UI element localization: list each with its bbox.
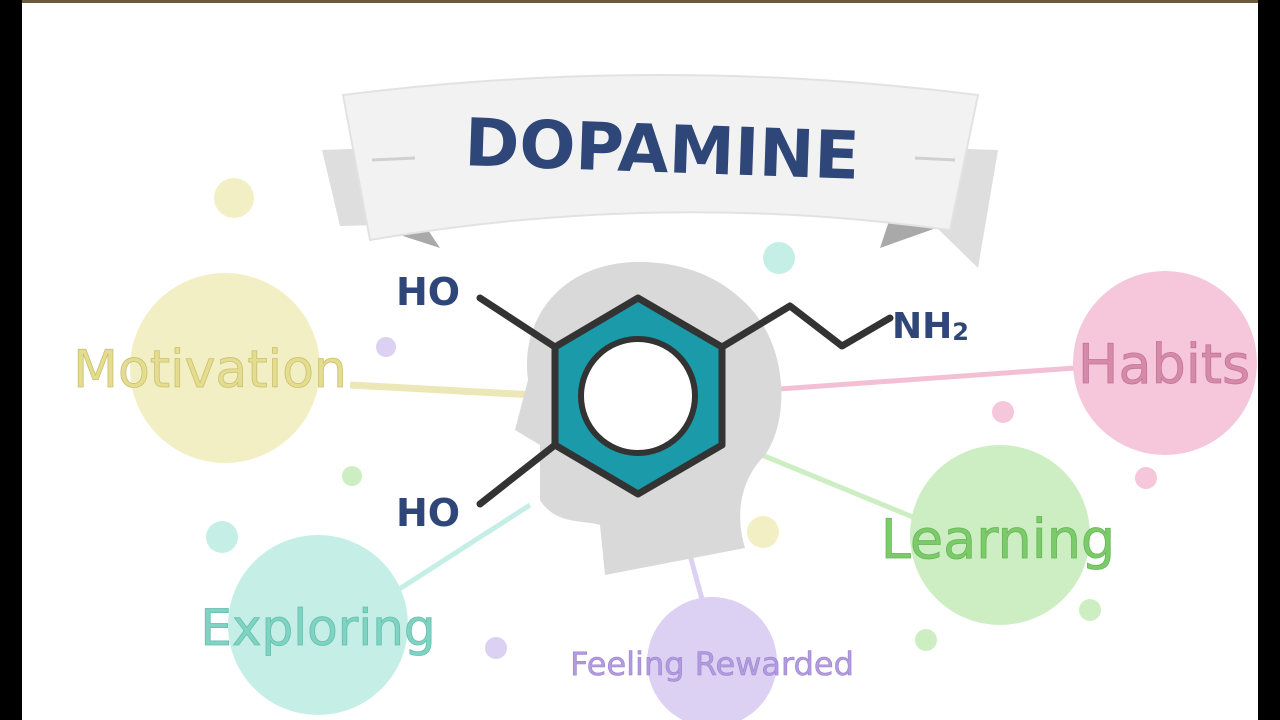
banner-ribbon: [341, 74, 980, 242]
dot: [342, 466, 362, 486]
dot: [206, 521, 238, 553]
dot: [485, 637, 507, 659]
decorative-dots: [206, 178, 1157, 659]
dot: [992, 401, 1014, 423]
connector-learning: [744, 445, 921, 523]
banner-rule-left: [371, 156, 416, 162]
dot: [1079, 599, 1101, 621]
dot: [214, 178, 254, 218]
ethylamine-chain: [718, 302, 894, 351]
bond-top-hydroxyl: [476, 294, 559, 351]
label-habits: Habits: [1078, 333, 1250, 396]
connector-exploring: [388, 502, 532, 598]
page-title: DOPAMINE: [463, 104, 860, 195]
label-exploring: Exploring: [200, 599, 435, 657]
amine-label: NH2: [892, 306, 969, 347]
dot: [763, 242, 795, 274]
bubble-exploring: [228, 535, 408, 715]
bond-bottom-hydroxyl: [476, 441, 559, 508]
bubble-learning: [910, 445, 1090, 625]
aromatic-circle: [578, 336, 698, 456]
topic-labels: Motivation Habits Learning Exploring Fee…: [73, 333, 1251, 684]
top-hydroxyl-label: HO: [396, 270, 460, 314]
dopamine-molecule: HO HO NH2: [396, 270, 969, 535]
connector-motivation: [349, 381, 536, 399]
bubble-feeling-rewarded: [647, 597, 777, 720]
bubble-motivation: [130, 273, 320, 463]
bubble-habits: [1073, 271, 1257, 455]
label-learning: Learning: [881, 508, 1115, 571]
dot: [747, 516, 779, 548]
connector-habits: [764, 365, 1076, 393]
bottom-hydroxyl-label: HO: [396, 491, 460, 535]
title-banner: DOPAMINE: [322, 74, 998, 268]
banner-rule-right: [914, 156, 956, 162]
dot: [915, 629, 937, 651]
dot: [376, 337, 396, 357]
label-motivation: Motivation: [73, 340, 347, 400]
label-feeling-rewarded: Feeling Rewarded: [570, 645, 854, 683]
top-edge: [22, 0, 1258, 3]
dot: [1135, 467, 1157, 489]
topic-bubbles: [130, 271, 1257, 720]
